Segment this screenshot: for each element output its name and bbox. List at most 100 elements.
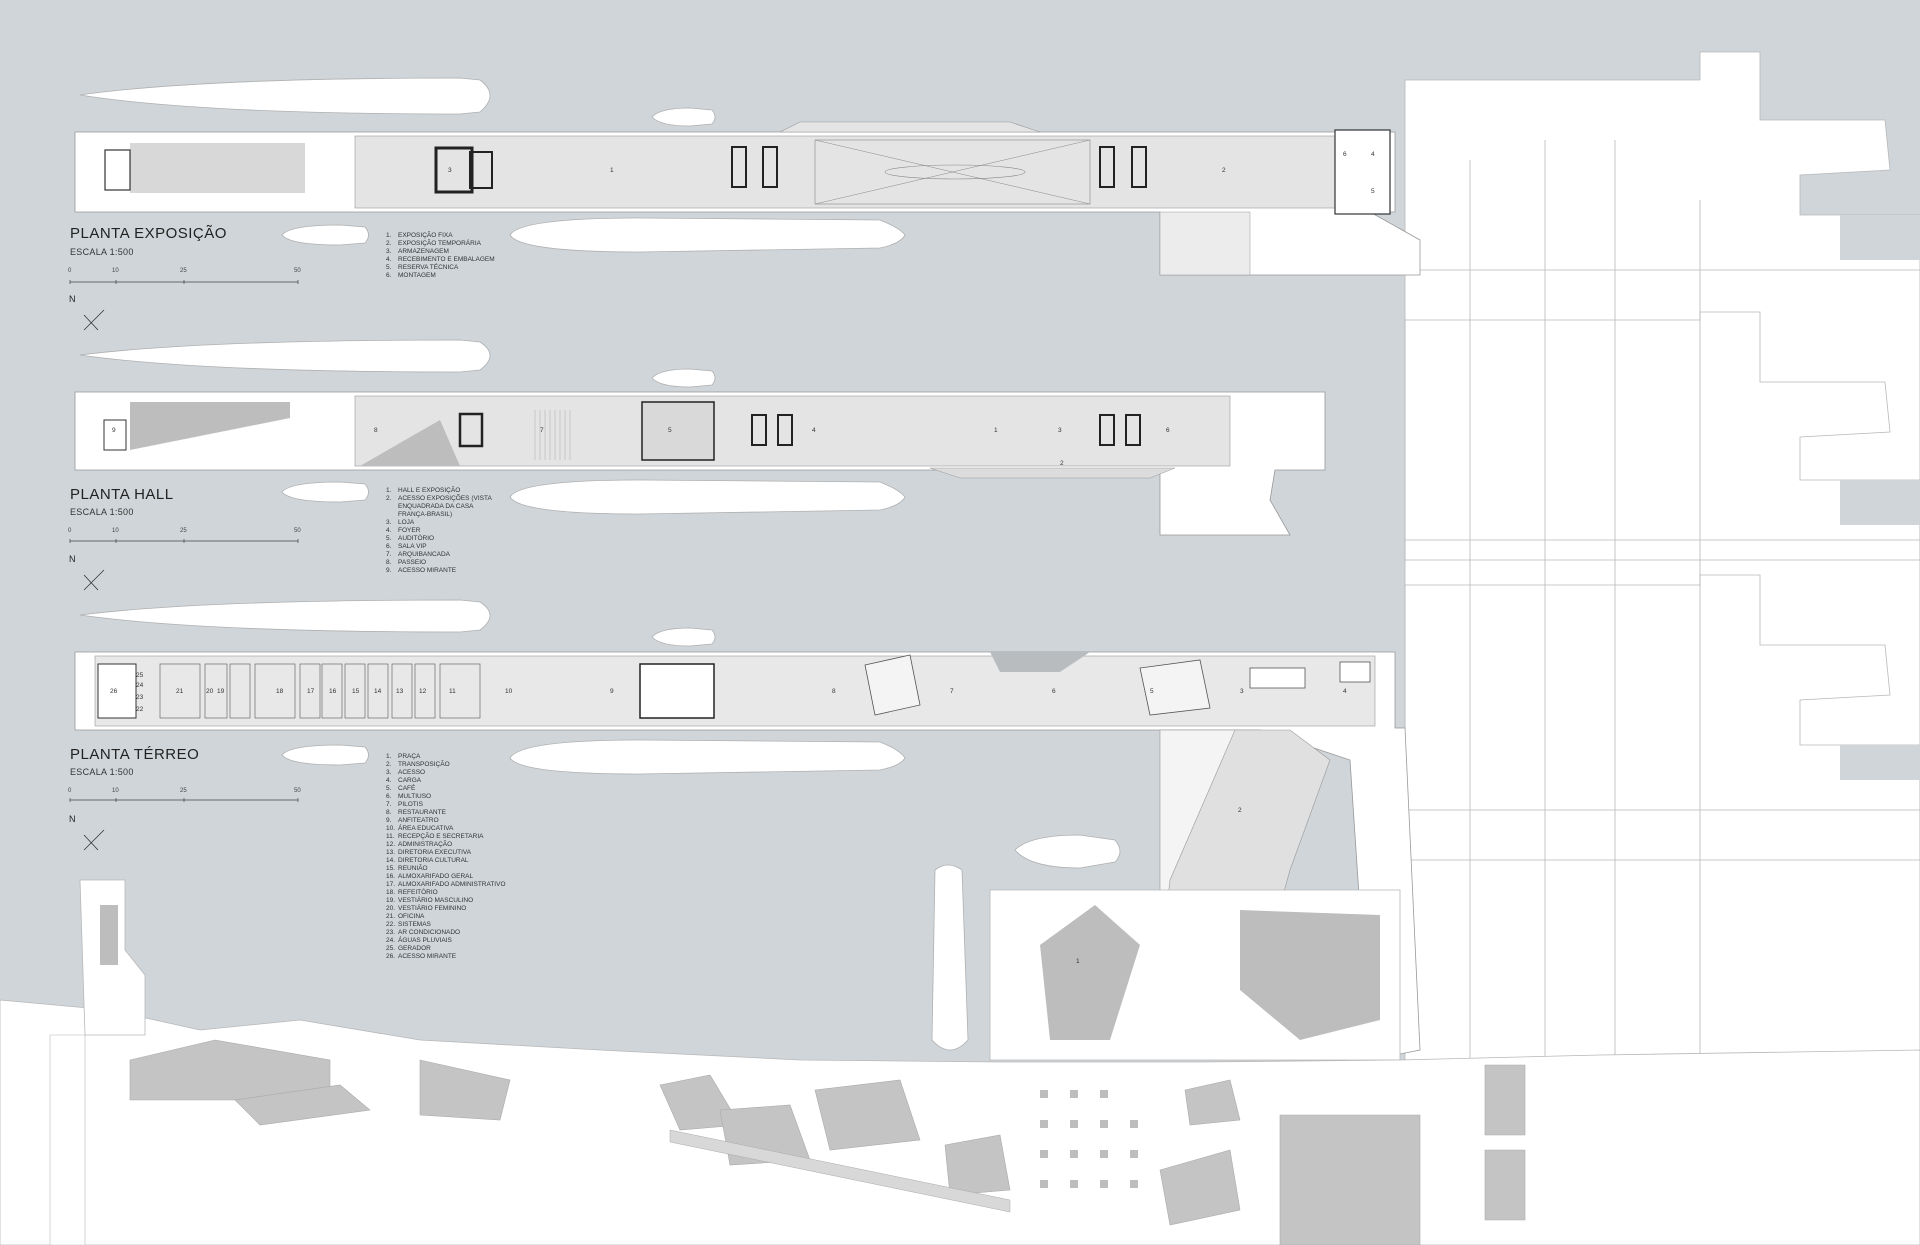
scale-tick: 0 [68, 528, 72, 534]
legend-number: 7. [386, 801, 392, 808]
legend-text: RECEPÇÃO E SECRETARIA [398, 833, 484, 840]
legend-number: 20. [386, 905, 396, 912]
docked-ship [931, 864, 969, 1051]
room-label: 5 [1371, 188, 1375, 195]
legend-item: 16.ALMOXARIFADO GERAL [386, 873, 506, 881]
legend-item: 19.VESTIÁRIO MASCULINO [386, 897, 506, 905]
legend-item: 4. RECEBIMENTO E EMBALAGEM [386, 256, 495, 264]
room-label: 2 [1060, 460, 1064, 467]
room-label: 4 [1343, 688, 1347, 695]
north-label: N [69, 814, 76, 824]
legend-text: ARMAZENAGEM [398, 248, 449, 255]
legend-number: 5. [386, 535, 392, 542]
legend-text: GERADOR [398, 945, 431, 952]
legend-item: 22.SISTEMAS [386, 921, 506, 929]
legend-item: 4.CARGA [386, 777, 506, 785]
room-label: 6 [1052, 688, 1056, 695]
legend-text: HALL E EXPOSIÇÃO [398, 487, 461, 494]
legend-number: 8. [386, 809, 392, 816]
legend-text: CARGA [398, 777, 422, 784]
room-label: 14 [374, 688, 382, 695]
legend-item: 9.ACESSO MIRANTE [386, 567, 492, 575]
scale-tick: 50 [294, 268, 301, 274]
legend-text: PRAÇA [398, 753, 421, 760]
room-label: 5 [668, 427, 672, 434]
legend-text: ACESSO [398, 769, 426, 776]
legend-number: 13. [386, 849, 396, 856]
room-label: 7 [950, 688, 954, 695]
legend-text: RESERVA TÉCNICA [398, 264, 459, 271]
legend-text: AR CONDICIONADO [398, 929, 461, 936]
legend-number: 26. [386, 953, 396, 960]
legend-item: 3.LOJA [386, 519, 492, 527]
legend-text: ACESSO MIRANTE [398, 567, 457, 574]
legend-number: 23. [386, 929, 396, 936]
legend-text: ACESSO MIRANTE [398, 953, 457, 960]
scale-tick: 0 [68, 268, 72, 274]
legend-item: 6.SALA VIP [386, 543, 492, 551]
legend-text: EXPOSIÇÃO TEMPORÁRIA [398, 240, 481, 247]
legend-text: EXPOSIÇÃO FIXA [398, 232, 453, 239]
legend-number: 5. [386, 264, 392, 271]
legend-number: 21. [386, 913, 396, 920]
legend-item: 7.ARQUIBANCADA [386, 551, 492, 559]
plan-title-hall: PLANTA HALL [70, 486, 174, 503]
legend-item: 26.ACESSO MIRANTE [386, 953, 506, 961]
room-label: 3 [448, 167, 452, 174]
scale-tick: 0 [68, 788, 72, 794]
plaza-trees [1040, 1090, 1138, 1188]
legend-item: 25.GERADOR [386, 945, 506, 953]
legend-number: 24. [386, 937, 396, 944]
room-label: 5 [1150, 688, 1154, 695]
legend-number: 15. [386, 865, 396, 872]
room-label: 15 [352, 688, 360, 695]
plan-title-exposicao: PLANTA EXPOSIÇÃO [70, 225, 227, 242]
room-label: 3 [1240, 688, 1244, 695]
room-label: 4 [1371, 151, 1375, 158]
legend-text: REFEITÓRIO [398, 889, 438, 896]
legend-item: 3.ARMAZENAGEM [386, 248, 495, 256]
legend-item: 9.ANFITEATRO [386, 817, 506, 825]
legend-text: FRANÇA-BRASIL) [398, 511, 453, 518]
scale-tick: 25 [180, 788, 187, 794]
legend-text: TRANSPOSIÇÃO [398, 761, 450, 768]
legend-item: 14.DIRETORIA CULTURAL [386, 857, 506, 865]
small-boat [281, 107, 1121, 869]
legend-text: ANFITEATRO [398, 817, 439, 824]
legend-text: RECEBIMENTO E EMBALAGEM [398, 256, 495, 263]
legend-item: 4.FOYER [386, 527, 492, 535]
legend-item: 5.AUDITÓRIO [386, 535, 492, 543]
legend-text: MONTAGEM [398, 272, 436, 279]
legend-number: 14. [386, 857, 396, 864]
dock-water [1840, 215, 1920, 260]
legend-item: 1.PRAÇA [386, 753, 506, 761]
room-label: 22 [136, 706, 144, 713]
legend-number: 22. [386, 921, 396, 928]
legend-text: VESTIÁRIO FEMININO [398, 905, 467, 912]
room-label: 20 [206, 688, 214, 695]
legend-item: ENQUADRADA DA CASA [386, 503, 492, 511]
north-label: N [69, 294, 76, 304]
legend-item: 1. HALL E EXPOSIÇÃO [386, 487, 492, 495]
legend-number: 4. [386, 256, 392, 263]
legend-number: 17. [386, 881, 396, 888]
legend-text: ADMINISTRAÇÃO [398, 841, 453, 848]
legend-number: 2. [386, 240, 392, 247]
legend-text: ALMOXARIFADO ADMINISTRATIVO [398, 881, 506, 888]
plan-title-terreo: PLANTA TÉRREO [70, 746, 200, 763]
legend-item: 8.PASSEIO [386, 559, 492, 567]
room-label: 6 [1166, 427, 1170, 434]
scale-tick: 50 [294, 528, 301, 534]
legend-text: ACESSO EXPOSIÇÕES (VISTA [398, 495, 492, 502]
legend-text: DIRETORIA CULTURAL [398, 857, 469, 864]
room-label: 9 [610, 688, 614, 695]
legend-text: OFICINA [398, 913, 425, 920]
legend-item: 21.OFICINA [386, 913, 506, 921]
legend-item: 17.ALMOXARIFADO ADMINISTRATIVO [386, 881, 506, 889]
legend-number: 1. [386, 487, 392, 494]
room-label: 3 [1058, 427, 1062, 434]
pier-terreo [74, 651, 1421, 1061]
right-land-block [1404, 51, 1920, 1245]
